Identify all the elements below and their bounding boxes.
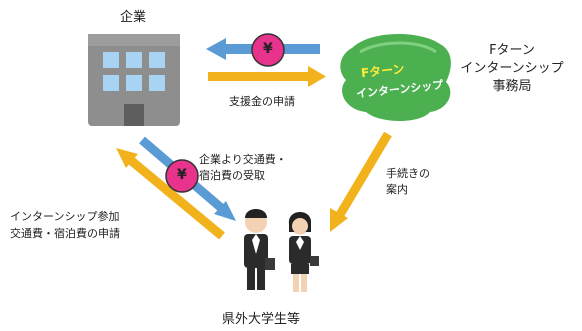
office-label-line1: Fターン bbox=[489, 43, 535, 58]
yen-symbol-middle: ¥ bbox=[177, 167, 187, 183]
company-receive-line2: 宿泊費の受取 bbox=[199, 169, 265, 182]
office-label-line2: インターンシップ bbox=[460, 61, 564, 76]
company-receive-line1: 企業より交通費・ bbox=[199, 153, 287, 166]
yellow-arrow-company-to-office bbox=[208, 66, 326, 87]
subsidy-application-label: 支援金の申請 bbox=[229, 95, 295, 108]
procedure-line2: 案内 bbox=[386, 183, 408, 196]
student-apply-line1: インターンシップ参加 bbox=[10, 210, 120, 223]
student-application-label: インターンシップ参加 交通費・宿泊費の申請 bbox=[10, 208, 120, 242]
student-apply-line2: 交通費・宿泊費の申請 bbox=[10, 227, 120, 240]
office-label: Fターン インターンシップ 事務局 bbox=[452, 42, 572, 96]
procedure-line1: 手続きの bbox=[386, 167, 430, 180]
yen-symbol-top: ¥ bbox=[263, 41, 273, 57]
procedure-guide-label: 手続きの 案内 bbox=[386, 166, 430, 198]
students-label: 県外大学生等 bbox=[222, 312, 301, 327]
yellow-arrow-office-to-students bbox=[330, 131, 392, 232]
students-illustration bbox=[244, 209, 319, 292]
f-turn-office-logo bbox=[340, 33, 451, 121]
yen-coin-icon-2 bbox=[165, 159, 199, 193]
office-label-line3: 事務局 bbox=[492, 79, 532, 94]
yen-coin-icon bbox=[251, 33, 285, 67]
yellow-arrow-students-to-company bbox=[116, 148, 225, 240]
company-label: 企業 bbox=[120, 10, 147, 25]
company-building-icon bbox=[88, 34, 180, 126]
company-receive-label: 企業より交通費・ 宿泊費の受取 bbox=[199, 152, 287, 184]
